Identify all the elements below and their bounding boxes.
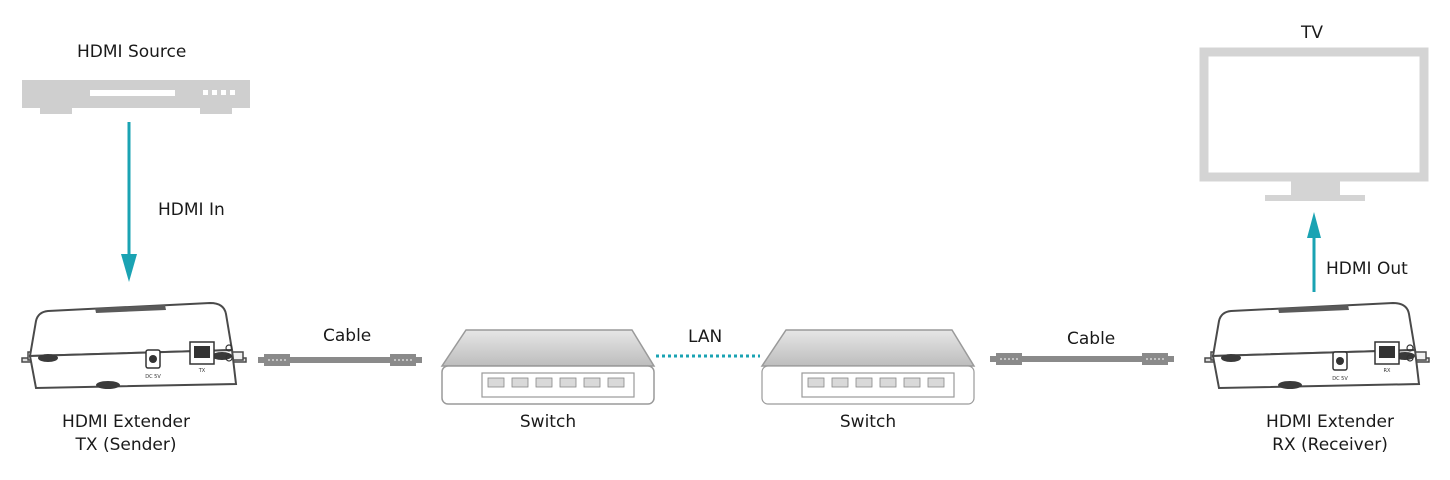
rx-port-label: RX [1384, 368, 1391, 374]
rx-caption-line1: HDMI Extender [1266, 412, 1394, 432]
hdmi-in-arrow-icon [121, 122, 137, 282]
lan-label: LAN [688, 327, 723, 347]
cable-right-icon [990, 353, 1174, 365]
tx-port-label: TX [198, 368, 206, 374]
switch-right-label: Switch [839, 412, 897, 432]
hdmi-in-label: HDMI In [158, 200, 225, 220]
hdmi-source-label: HDMI Source [77, 42, 187, 62]
cable-left-label: Cable [323, 326, 372, 346]
tv-label: TV [1301, 23, 1324, 43]
rx-dc-label: DC 5V [1332, 376, 1348, 382]
cable-left-icon [258, 354, 422, 366]
tx-extender-icon: DC 5V TX [21, 301, 247, 390]
switch-left-icon [440, 329, 656, 405]
rx-extender-caption: HDMI Extender RX (Receiver) [1266, 411, 1394, 457]
tx-extender-caption: HDMI Extender TX (Sender) [62, 411, 190, 457]
switch-left-label: Switch [519, 412, 577, 432]
hdmi-out-label: HDMI Out [1326, 259, 1408, 279]
cable-right-label: Cable [1067, 329, 1116, 349]
tx-caption-line2: TX (Sender) [75, 435, 177, 455]
hdmi-source-icon [22, 80, 250, 114]
tx-dc-label: DC 5V [145, 374, 161, 380]
tx-caption-line1: HDMI Extender [62, 412, 190, 432]
tv-icon [1199, 47, 1429, 201]
rx-caption-line2: RX (Receiver) [1272, 435, 1388, 455]
switch-right-icon [760, 329, 976, 405]
hdmi-out-arrow-icon [1307, 212, 1321, 292]
rx-extender-icon: DC 5V RX [1204, 301, 1430, 390]
